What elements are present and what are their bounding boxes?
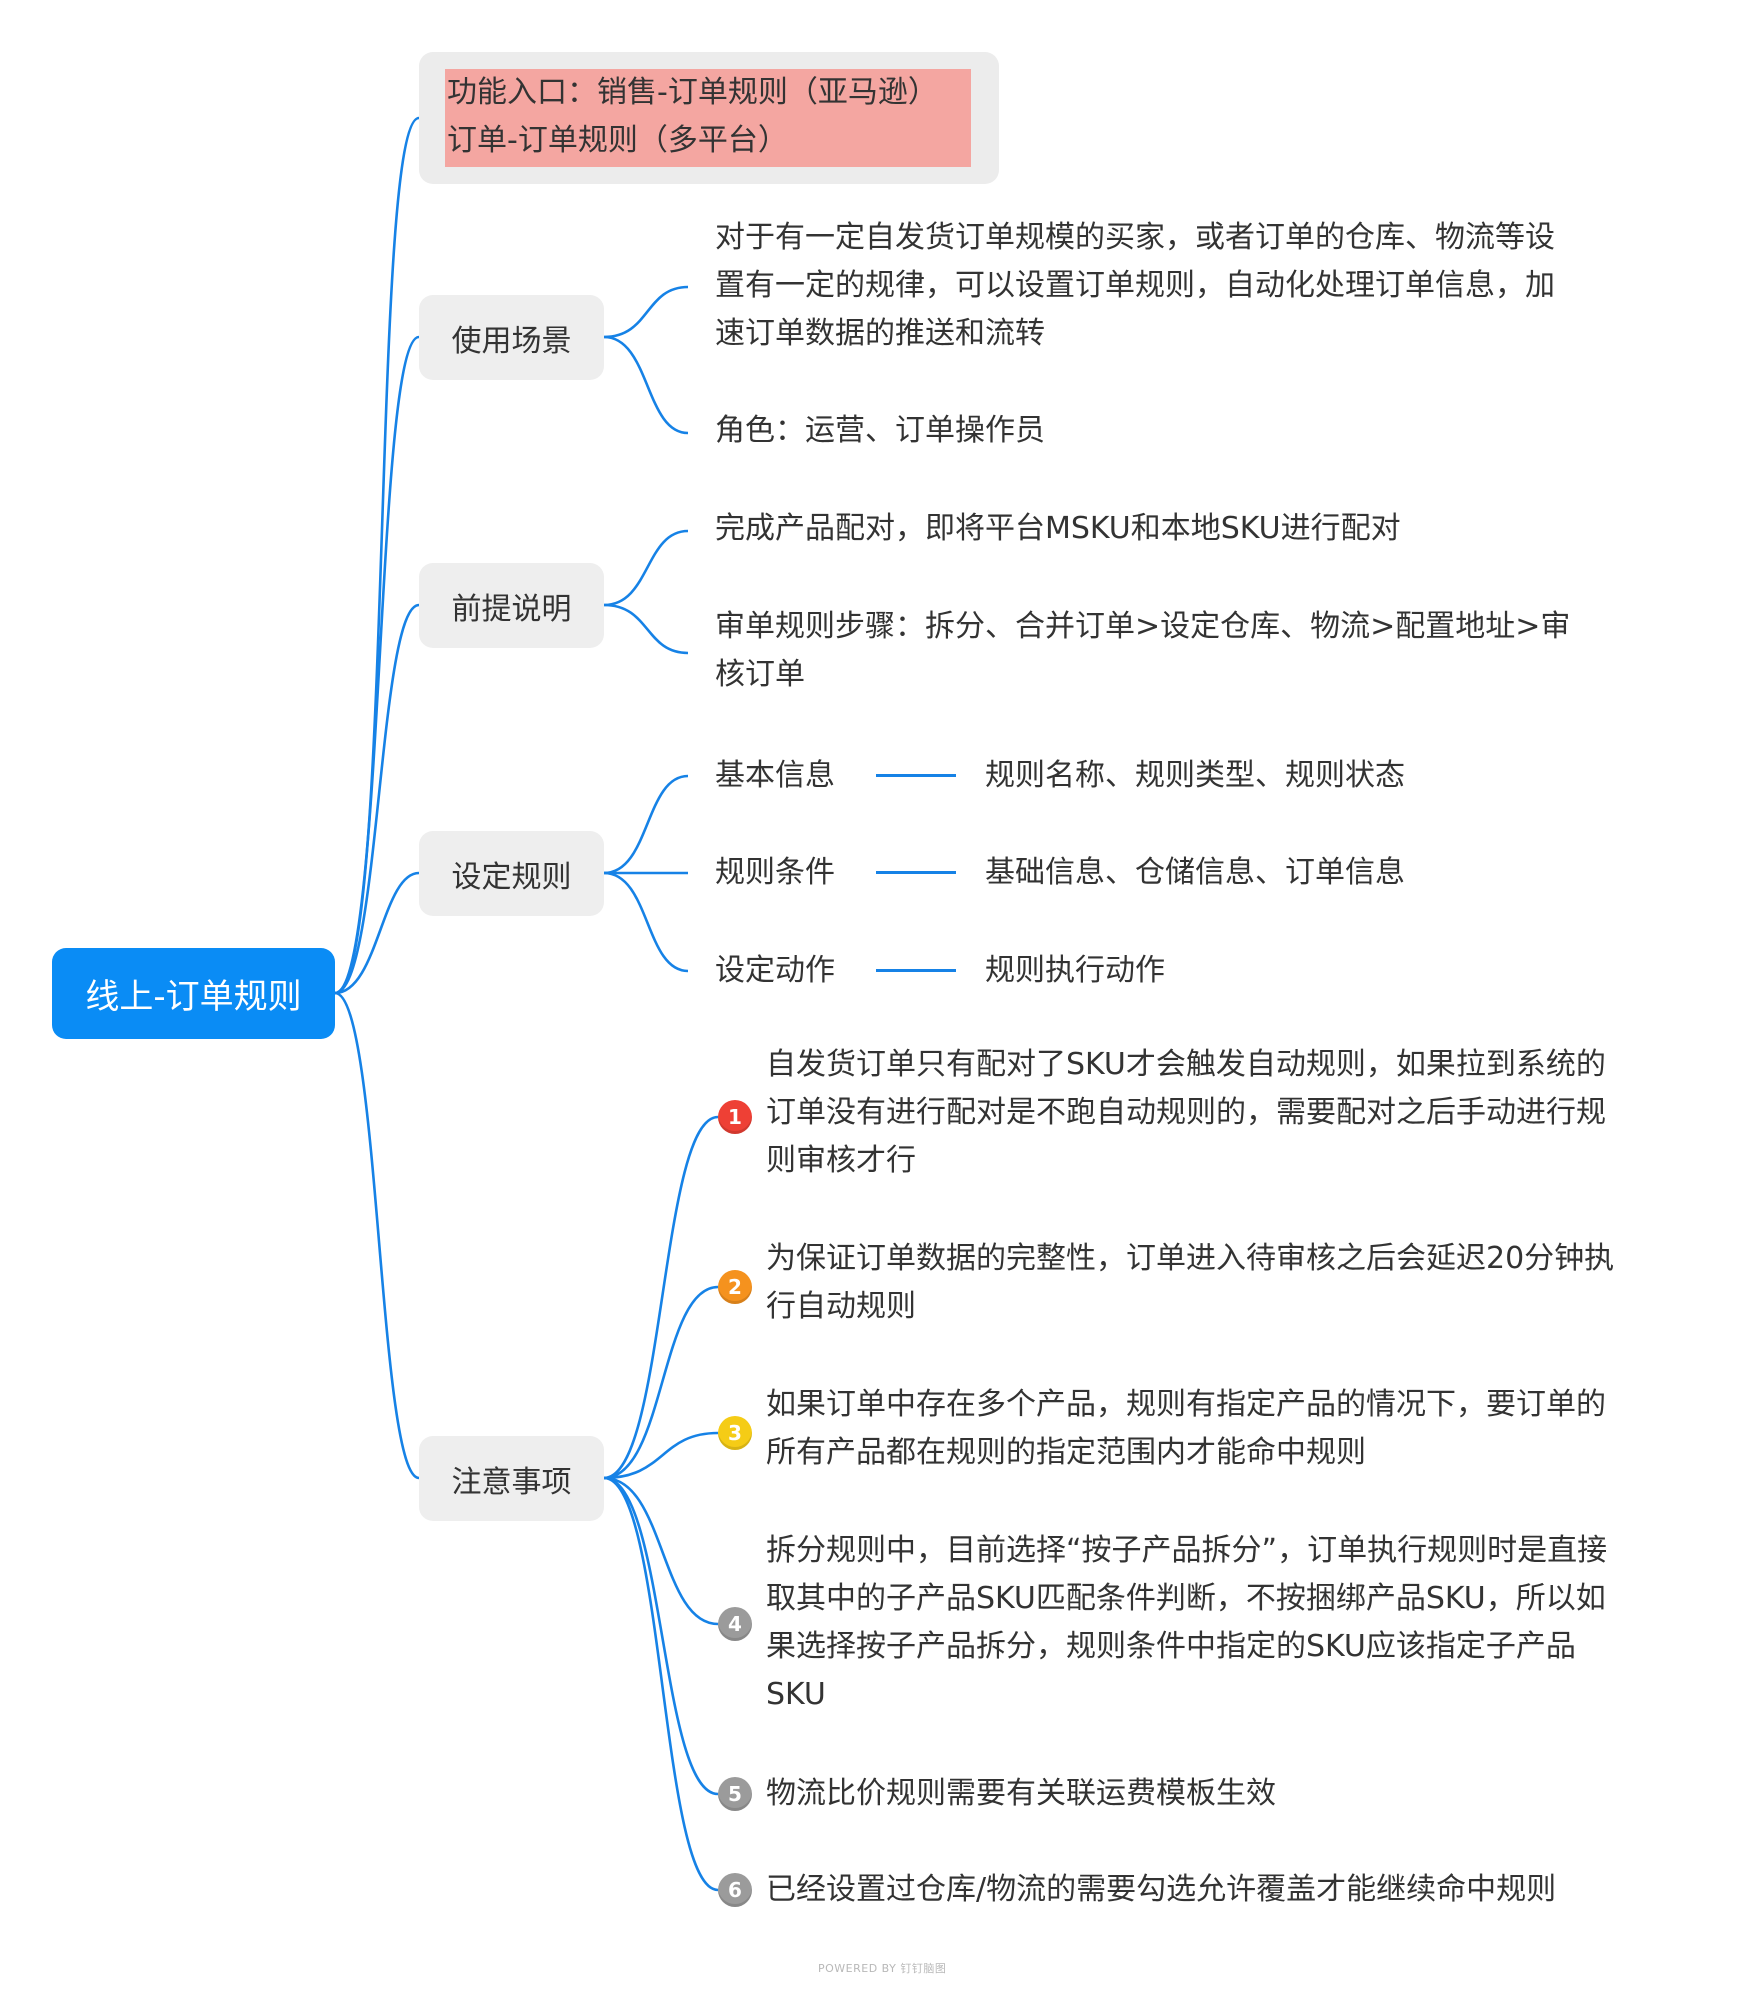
- rules-connector: [876, 871, 956, 874]
- rules-detail-condition[interactable]: 基础信息、仓储信息、订单信息: [985, 849, 1405, 897]
- topic-rules[interactable]: 设定规则: [419, 831, 604, 916]
- note-line: 拆分规则中，目前选择“按子产品拆分”，订单执行规则时是直接: [766, 1533, 1608, 1568]
- link-notes-6: [603, 1476, 719, 1892]
- note-item-5[interactable]: 物流比价规则需要有关联运费模板生效: [766, 1770, 1276, 1818]
- topic-premise[interactable]: 前提说明: [419, 563, 604, 648]
- entry-line-1: 功能入口：销售-订单规则（亚马逊）: [447, 75, 938, 110]
- rules-connector: [876, 969, 956, 972]
- topic-scenario-label: 使用场景: [451, 323, 572, 359]
- premise-item-2-line: 核订单: [715, 657, 805, 692]
- premise-item-2[interactable]: 审单规则步骤：拆分、合并订单>设定仓库、物流>配置地址>审 核订单: [715, 603, 1570, 699]
- rules-item-action-name: 设定动作: [715, 953, 835, 988]
- priority-2-icon: 2: [718, 1270, 752, 1304]
- badge-number: 2: [728, 1275, 742, 1299]
- link-scenario-2: [603, 335, 689, 435]
- topic-rules-label: 设定规则: [451, 859, 572, 895]
- link-rules-3: [603, 871, 689, 973]
- link-notes-4: [603, 1476, 719, 1626]
- rules-item-action[interactable]: 设定动作: [715, 947, 835, 995]
- rules-detail-action[interactable]: 规则执行动作: [985, 947, 1165, 995]
- rules-item-basic-name: 基本信息: [715, 758, 835, 793]
- rules-detail-condition-text: 基础信息、仓储信息、订单信息: [985, 855, 1405, 890]
- rules-item-basic[interactable]: 基本信息: [715, 752, 835, 800]
- note-line: 所有产品都在规则的指定范围内才能命中规则: [766, 1435, 1366, 1470]
- note-line: 果选择按子产品拆分，规则条件中指定的SKU应该指定子产品: [766, 1629, 1576, 1664]
- note-item-1[interactable]: 自发货订单只有配对了SKU才会触发自动规则，如果拉到系统的 订单没有进行配对是不…: [766, 1041, 1606, 1185]
- badge-number: 1: [728, 1105, 742, 1129]
- badge-number: 4: [728, 1612, 742, 1636]
- root-topic[interactable]: 线上-订单规则: [52, 948, 335, 1039]
- rules-detail-basic-text: 规则名称、规则类型、规则状态: [985, 758, 1405, 793]
- topic-scenario[interactable]: 使用场景: [419, 295, 604, 380]
- premise-item-1-line: 完成产品配对，即将平台MSKU和本地SKU进行配对: [715, 511, 1401, 546]
- badge-number: 5: [728, 1782, 742, 1806]
- priority-4-icon: 4: [718, 1607, 752, 1641]
- priority-3-icon: 3: [718, 1416, 752, 1450]
- note-line: 自发货订单只有配对了SKU才会触发自动规则，如果拉到系统的: [766, 1047, 1606, 1082]
- scenario-item-2[interactable]: 角色：运营、订单操作员: [715, 407, 1045, 455]
- scenario-item-1-line: 置有一定的规律，可以设置订单规则，自动化处理订单信息，加: [715, 268, 1555, 303]
- rules-item-condition-name: 规则条件: [715, 855, 835, 890]
- note-line: 取其中的子产品SKU匹配条件判断，不按捆绑产品SKU，所以如: [766, 1581, 1606, 1616]
- link-root-entry: [334, 116, 420, 995]
- badge-number: 3: [728, 1421, 742, 1445]
- link-root-rules: [334, 871, 420, 995]
- entry-highlight: 功能入口：销售-订单规则（亚马逊） 订单-订单规则（多平台）: [445, 69, 971, 167]
- link-premise-2: [603, 603, 689, 655]
- note-line: 已经设置过仓库/物流的需要勾选允许覆盖才能继续命中规则: [766, 1872, 1557, 1907]
- root-label: 线上-订单规则: [85, 977, 302, 1017]
- note-line: 则审核才行: [766, 1143, 916, 1178]
- scenario-item-2-line: 角色：运营、订单操作员: [715, 413, 1045, 448]
- scenario-item-1[interactable]: 对于有一定自发货订单规模的买家，或者订单的仓库、物流等设 置有一定的规律，可以设…: [715, 214, 1555, 358]
- link-root-scenario: [334, 335, 420, 995]
- link-notes-5: [603, 1476, 719, 1796]
- link-premise-1: [603, 529, 689, 607]
- note-item-4[interactable]: 拆分规则中，目前选择“按子产品拆分”，订单执行规则时是直接 取其中的子产品SKU…: [766, 1527, 1607, 1719]
- entry-line-2: 订单-订单规则（多平台）: [447, 123, 788, 158]
- priority-6-icon: 6: [718, 1873, 752, 1907]
- powered-by-footer: POWERED BY 钉钉脑图: [818, 1962, 947, 1975]
- premise-item-2-line: 审单规则步骤：拆分、合并订单>设定仓库、物流>配置地址>审: [715, 609, 1571, 644]
- scenario-item-1-line: 对于有一定自发货订单规模的买家，或者订单的仓库、物流等设: [715, 220, 1555, 255]
- link-notes-1: [603, 1115, 719, 1480]
- note-item-2[interactable]: 为保证订单数据的完整性，订单进入待审核之后会延迟20分钟执 行自动规则: [766, 1235, 1614, 1331]
- premise-item-1[interactable]: 完成产品配对，即将平台MSKU和本地SKU进行配对: [715, 505, 1401, 553]
- link-notes-3: [603, 1431, 719, 1480]
- note-line: 如果订单中存在多个产品，规则有指定产品的情况下，要订单的: [766, 1387, 1606, 1422]
- topic-notes[interactable]: 注意事项: [419, 1436, 604, 1521]
- link-root-premise: [334, 603, 420, 995]
- priority-5-icon: 5: [718, 1777, 752, 1811]
- rules-detail-basic[interactable]: 规则名称、规则类型、规则状态: [985, 752, 1405, 800]
- link-rules-1: [603, 774, 689, 875]
- note-line: 物流比价规则需要有关联运费模板生效: [766, 1776, 1276, 1811]
- badge-number: 6: [728, 1878, 742, 1902]
- scenario-item-1-line: 速订单数据的推送和流转: [715, 316, 1045, 351]
- note-line: SKU: [766, 1677, 826, 1712]
- link-notes-2: [603, 1285, 719, 1480]
- note-item-6[interactable]: 已经设置过仓库/物流的需要勾选允许覆盖才能继续命中规则: [766, 1866, 1556, 1914]
- rules-detail-action-text: 规则执行动作: [985, 953, 1165, 988]
- note-line: 行自动规则: [766, 1289, 916, 1324]
- link-root-notes: [334, 991, 420, 1480]
- note-item-3[interactable]: 如果订单中存在多个产品，规则有指定产品的情况下，要订单的 所有产品都在规则的指定…: [766, 1381, 1606, 1477]
- topic-premise-label: 前提说明: [451, 591, 572, 627]
- priority-1-icon: 1: [718, 1100, 752, 1134]
- topic-notes-label: 注意事项: [451, 1464, 572, 1500]
- rules-connector: [876, 774, 956, 777]
- rules-item-condition[interactable]: 规则条件: [715, 849, 835, 897]
- link-scenario-1: [603, 285, 689, 339]
- note-line: 为保证订单数据的完整性，订单进入待审核之后会延迟20分钟执: [766, 1241, 1615, 1276]
- note-line: 订单没有进行配对是不跑自动规则的，需要配对之后手动进行规: [766, 1095, 1606, 1130]
